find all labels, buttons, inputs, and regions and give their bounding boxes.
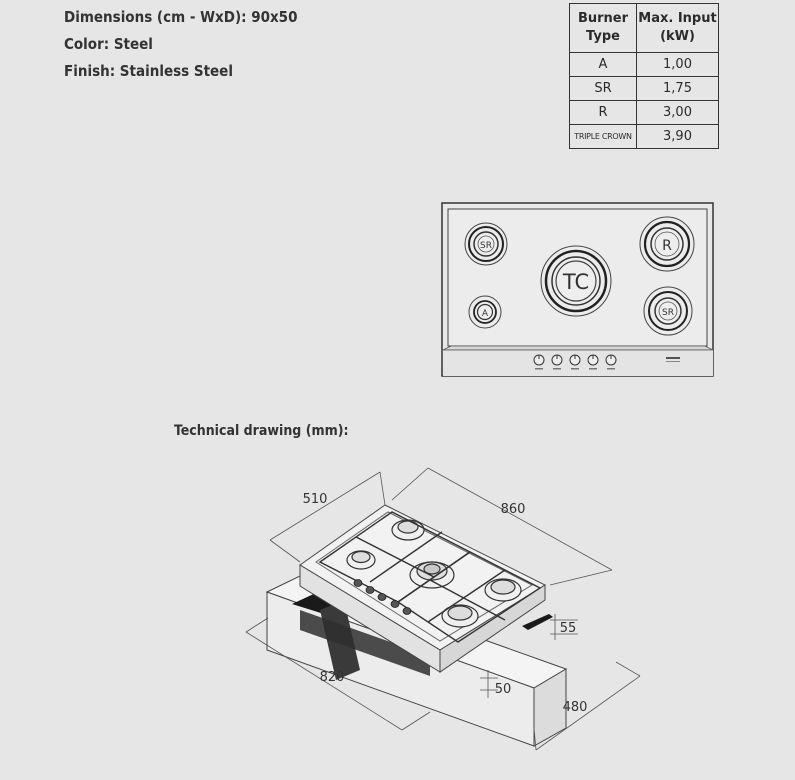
- burner-r: R: [639, 216, 695, 272]
- dim-label-820: 820: [320, 670, 345, 685]
- burner-a: A: [468, 295, 502, 329]
- iso-knobs: [353, 579, 412, 615]
- table-row: TRIPLE CROWN 3,90: [569, 124, 719, 149]
- max-input-cell: 3,00: [636, 100, 719, 125]
- spec-color: Color: Steel: [64, 35, 153, 53]
- dim-label-860: 860: [501, 502, 526, 517]
- dim-label-55: 55: [560, 621, 577, 636]
- product-specs: Dimensions (cm - WxD): 90x50 Color: Stee…: [64, 4, 297, 85]
- brand-logo: [666, 357, 680, 362]
- burner-label-tc: TC: [562, 270, 589, 294]
- max-input-cell: 1,75: [636, 76, 719, 101]
- header-max-input-text: Max. Input (kW): [638, 11, 717, 44]
- iso-burners: [346, 519, 522, 628]
- burner-type-cell: A: [569, 52, 637, 77]
- table-row: R 3,00: [569, 100, 719, 125]
- table-row: SR 1,75: [569, 76, 719, 101]
- burner-type-cell: R: [569, 100, 637, 125]
- burner-type-cell: TRIPLE CROWN: [569, 124, 637, 149]
- dimension-lines: [245, 467, 641, 751]
- burner-label-a: A: [482, 309, 489, 319]
- technical-drawing: 510 860 55 820 50 480: [245, 467, 641, 751]
- burner-label-sr-left: SR: [480, 241, 492, 251]
- burner-sr-right: SR: [643, 286, 693, 336]
- burner-label-sr-right: SR: [662, 308, 674, 318]
- table-row: A 1,00: [569, 52, 719, 77]
- header-burner-type: Burner Type: [569, 3, 637, 53]
- burner-sr-left: SR: [464, 222, 508, 266]
- dim-label-480: 480: [563, 700, 588, 715]
- header-max-input: Max. Input (kW): [636, 3, 719, 53]
- header-burner-type-text: Burner Type: [577, 11, 629, 44]
- spec-dimensions: Dimensions (cm - WxD): 90x50: [64, 8, 298, 26]
- technical-drawing-title: Technical drawing (mm):: [174, 423, 349, 439]
- dim-label-510: 510: [303, 492, 328, 507]
- burner-tc: TC: [540, 245, 612, 317]
- hob-top-view: SR A TC R SR: [441, 202, 714, 377]
- dim-label-50: 50: [495, 682, 512, 697]
- control-knobs: [533, 354, 617, 370]
- burner-table: Burner Type Max. Input (kW) A 1,00 SR 1,…: [569, 3, 719, 149]
- max-input-cell: 1,00: [636, 52, 719, 77]
- burner-type-cell: SR: [569, 76, 637, 101]
- max-input-cell: 3,90: [636, 124, 719, 149]
- spec-finish: Finish: Stainless Steel: [64, 62, 233, 80]
- burner-label-r: R: [662, 238, 672, 254]
